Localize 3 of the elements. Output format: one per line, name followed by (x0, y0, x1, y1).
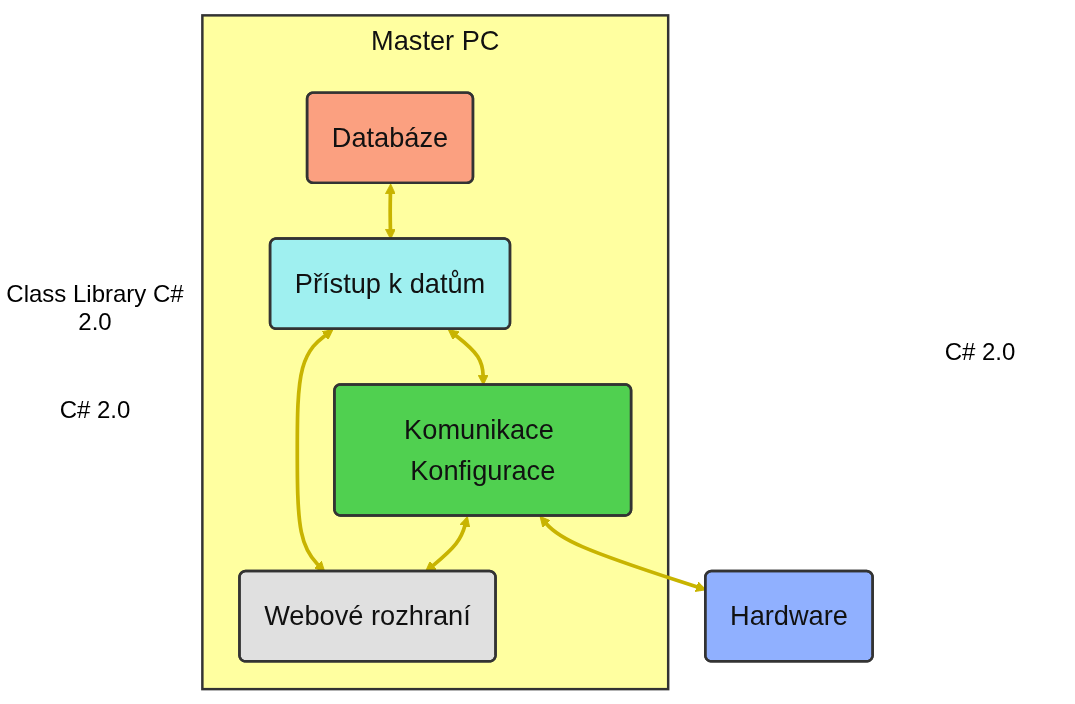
technology-note: Class Library C# 2.0 (5, 280, 185, 336)
technology-note: C# 2.0 (58, 396, 132, 424)
technology-note: C# 2.0 (943, 338, 1017, 366)
